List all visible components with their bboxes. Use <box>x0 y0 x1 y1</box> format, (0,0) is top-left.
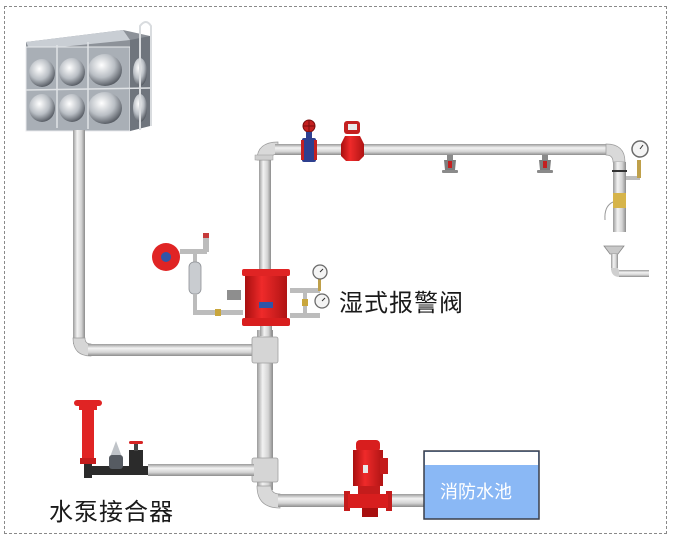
pipe-network <box>72 130 626 509</box>
fire-pool-label: 消防水池 <box>440 482 512 503</box>
pressure-gauge-icon <box>290 290 330 318</box>
drain-funnel-icon <box>603 245 649 277</box>
fire-pool <box>423 450 540 520</box>
butterfly-valve-icon <box>301 119 317 162</box>
sprinkler-head-icon <box>442 155 458 173</box>
fire-department-connection-icon <box>74 400 148 478</box>
pressure-gauge-icon <box>290 264 328 293</box>
alarm-valve-label: 湿式报警阀 <box>339 289 464 317</box>
sprinkler-head-icon <box>537 155 553 173</box>
end-test-valve-icon <box>604 140 649 232</box>
stainless-water-tank-icon <box>25 21 152 132</box>
alarm-valve-icon <box>242 269 290 336</box>
pump-adapter-label: 水泵接合器 <box>49 498 174 526</box>
diagram-frame <box>4 6 667 534</box>
retard-chamber-icon <box>188 252 243 316</box>
vertical-pump-icon <box>344 440 392 517</box>
water-motor-alarm-bell-icon <box>152 233 209 271</box>
water-flow-indicator-icon <box>341 121 364 161</box>
